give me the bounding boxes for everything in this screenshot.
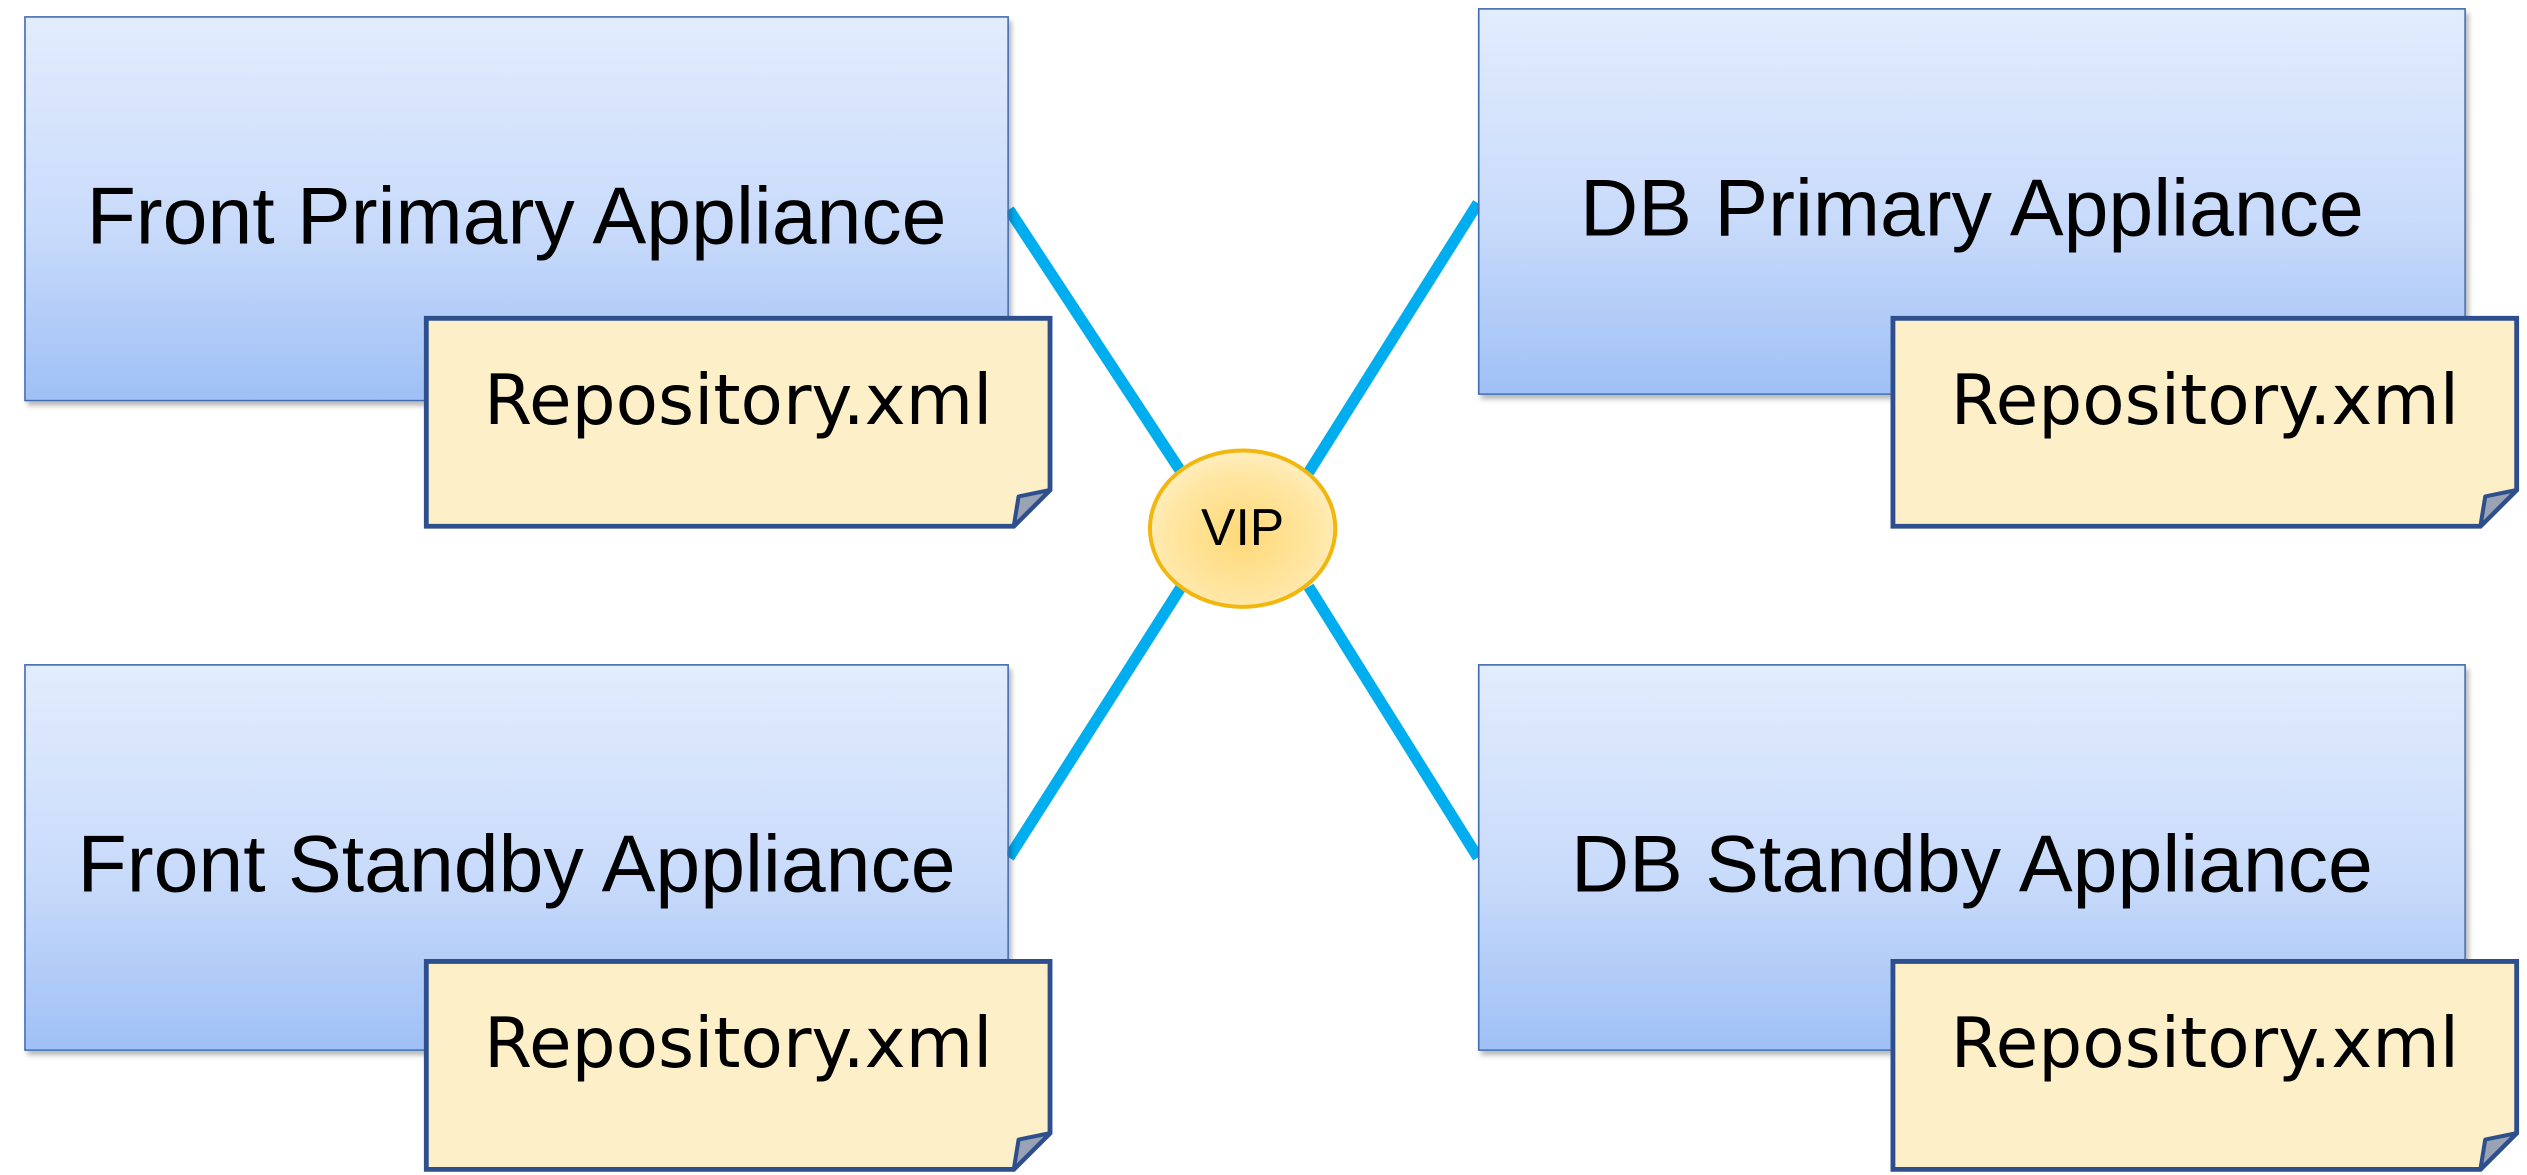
front-primary-repository-label: Repository.xml bbox=[483, 361, 993, 442]
note-icon bbox=[1890, 315, 2520, 529]
front-standby-repository-note[interactable]: Repository.xml bbox=[423, 959, 1053, 1172]
front-primary-appliance-label: Front Primary Appliance bbox=[86, 170, 947, 262]
db-standby-repository-note[interactable]: Repository.xml bbox=[1890, 959, 2520, 1172]
vip-label: VIP bbox=[1201, 498, 1285, 557]
front-standby-appliance-label: Front Standby Appliance bbox=[77, 818, 956, 910]
db-primary-repository-label: Repository.xml bbox=[1950, 361, 2460, 442]
vip-ellipse-icon bbox=[1147, 448, 1338, 609]
front-standby-repository-label: Repository.xml bbox=[483, 1004, 993, 1085]
link-vip-front-standby bbox=[1004, 583, 1187, 861]
db-primary-appliance-label: DB Primary Appliance bbox=[1580, 162, 2364, 254]
vip-node[interactable]: VIP bbox=[1147, 448, 1338, 609]
front-primary-repository-note[interactable]: Repository.xml bbox=[423, 315, 1053, 529]
link-vip-db-standby bbox=[1303, 583, 1483, 861]
db-standby-repository-label: Repository.xml bbox=[1950, 1004, 2460, 1085]
note-icon bbox=[423, 315, 1053, 529]
note-icon bbox=[423, 959, 1053, 1172]
note-icon bbox=[1890, 959, 2520, 1172]
db-standby-appliance-label: DB Standby Appliance bbox=[1570, 818, 2373, 910]
link-vip-front-primary bbox=[1004, 206, 1187, 476]
db-primary-repository-note[interactable]: Repository.xml bbox=[1890, 315, 2520, 529]
link-vip-db-primary bbox=[1303, 200, 1483, 476]
